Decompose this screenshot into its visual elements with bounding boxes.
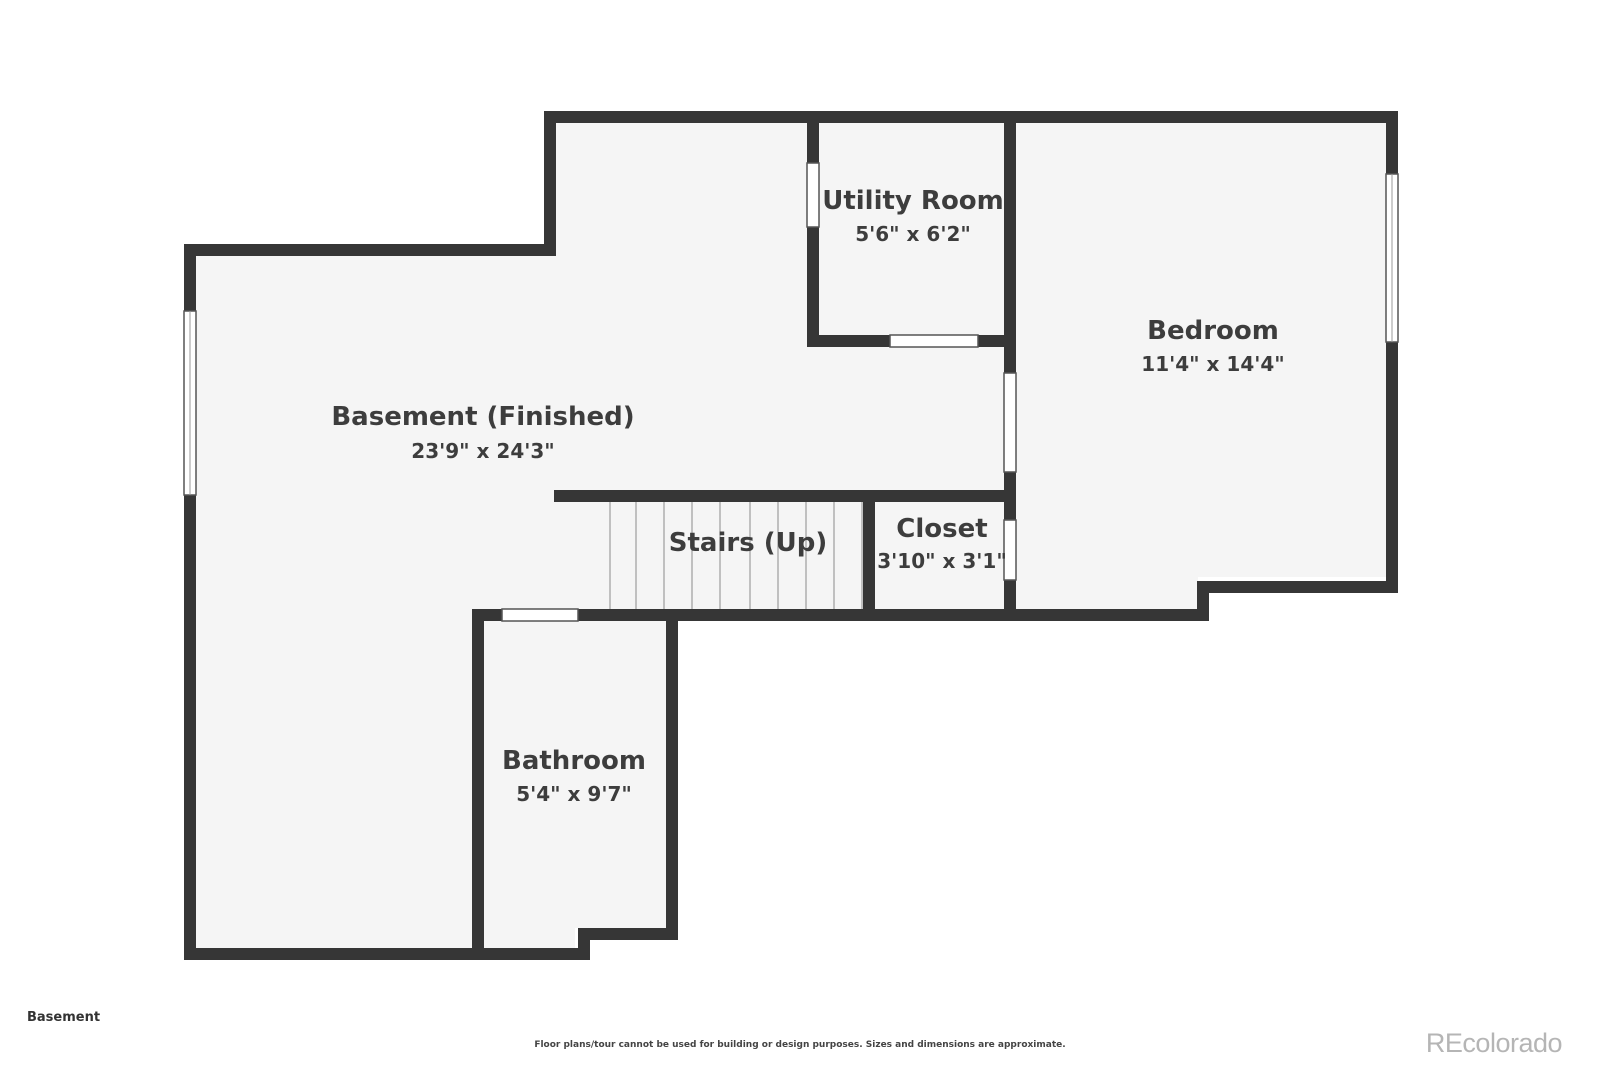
basement-name: Basement (Finished)	[331, 402, 634, 432]
basement-dims: 23'9" x 24'3"	[411, 439, 554, 463]
door-utility-bottom	[889, 334, 979, 348]
bedroom-dims: 11'4" x 14'4"	[1141, 352, 1284, 376]
bathroom-name: Bathroom	[502, 746, 646, 776]
stairs-name: Stairs (Up)	[669, 528, 827, 558]
door-bedroom	[1003, 372, 1017, 473]
brand-logo: REcolorado	[1425, 1028, 1563, 1058]
utility-name: Utility Room	[822, 186, 1004, 216]
utility-dims: 5'6" x 6'2"	[855, 222, 971, 246]
door-bathroom	[501, 608, 579, 622]
walls	[184, 111, 1398, 960]
floor-label: Basement	[27, 1010, 101, 1025]
closet-dims: 3'10" x 3'1"	[877, 549, 1007, 573]
stair-treads	[609, 502, 863, 609]
bathroom-dims: 5'4" x 9'7"	[516, 782, 632, 806]
floor-area	[190, 117, 1386, 948]
door-utility-left	[806, 162, 820, 228]
bedroom-name: Bedroom	[1147, 316, 1279, 346]
door-openings	[501, 162, 1017, 622]
closet-name: Closet	[896, 514, 987, 544]
windows	[183, 173, 1399, 496]
door-closet	[1003, 519, 1017, 581]
room-labels: Basement (Finished) 23'9" x 24'3" Utilit…	[331, 186, 1284, 806]
disclaimer: Floor plans/tour cannot be used for buil…	[534, 1040, 1066, 1050]
